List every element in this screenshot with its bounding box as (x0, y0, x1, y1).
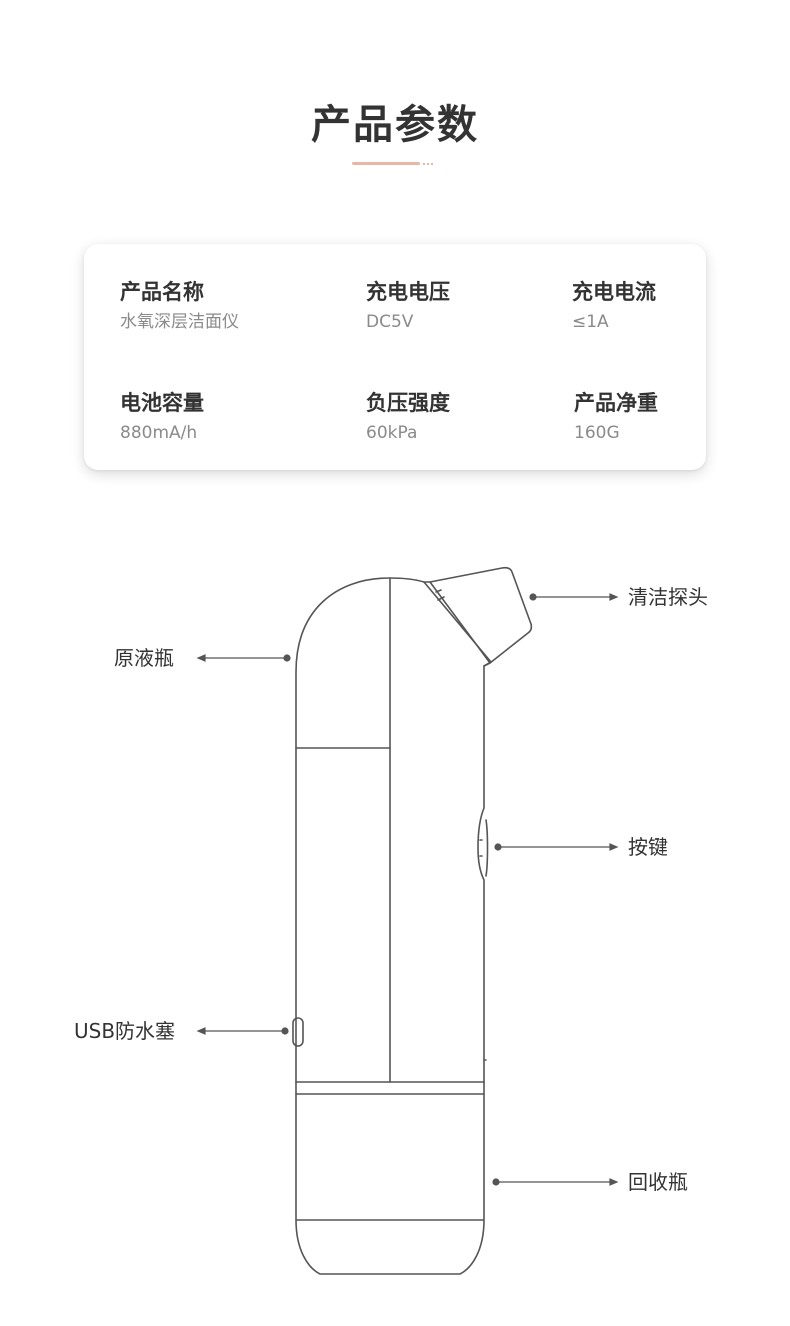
callout-dot-button (494, 843, 502, 851)
callout-arrow-recovery-bottle (609, 1178, 619, 1186)
spec-item-net-weight: 产品净重 160G (574, 389, 658, 445)
callout-arrow-serum-bottle (196, 654, 206, 662)
side-button-outline (485, 819, 489, 877)
callout-dot-serum-bottle (283, 654, 291, 662)
callout-cleaning-head: 清洁探头 (628, 585, 708, 609)
spec-item-charge-voltage: 充电电压 DC5V (366, 278, 450, 334)
spec-label: 充电电压 (366, 280, 450, 304)
spec-item-product-name: 产品名称 水氧深层洁面仪 (120, 278, 239, 334)
callout-arrow-cleaning-head (609, 593, 619, 601)
spec-label: 产品名称 (120, 280, 204, 304)
cleaning-head-ring-2 (437, 596, 445, 601)
callout-dot-recovery-bottle (492, 1178, 500, 1186)
spec-value: 水氧深层洁面仪 (120, 312, 239, 332)
spec-card: 产品名称 水氧深层洁面仪 充电电压 DC5V 充电电流 ≤1A 电池容量 880… (84, 244, 706, 470)
callout-usb-plug: USB防水塞 (74, 1019, 176, 1043)
recovery-bottle-outline (295, 1081, 485, 1275)
spec-label: 产品净重 (574, 391, 658, 415)
callout-arrow-button (609, 843, 619, 851)
spec-value: 160G (574, 423, 620, 443)
spec-value: 60kPa (366, 423, 418, 443)
title-underline-dots (423, 163, 433, 165)
callout-dot-cleaning-head (529, 593, 537, 601)
callout-dot-usb-plug (281, 1027, 289, 1035)
spec-value: 880mA/h (120, 423, 198, 443)
spec-item-suction-strength: 负压强度 60kPa (366, 389, 450, 445)
device-body-outline (295, 577, 492, 1083)
spec-value: DC5V (366, 312, 414, 332)
callout-arrow-usb-plug (196, 1027, 206, 1035)
callout-serum-bottle: 原液瓶 (114, 646, 174, 670)
spec-item-battery-capacity: 电池容量 880mA/h (120, 389, 204, 445)
callout-button: 按键 (628, 835, 668, 859)
callout-recovery-bottle: 回收瓶 (628, 1170, 688, 1194)
cleaning-head-inner (423, 581, 491, 667)
title-underline (352, 162, 420, 165)
spec-label: 充电电流 (572, 280, 656, 304)
cleaning-head-ring-1 (435, 589, 442, 593)
spec-label: 负压强度 (366, 391, 450, 415)
page-title: 产品参数 (311, 102, 479, 148)
cleaning-head-outline (429, 566, 533, 664)
spec-label: 电池容量 (120, 391, 204, 415)
spec-value: ≤1A (572, 312, 609, 332)
spec-item-charge-current: 充电电流 ≤1A (572, 278, 656, 334)
usb-plug-outline (292, 1017, 304, 1047)
